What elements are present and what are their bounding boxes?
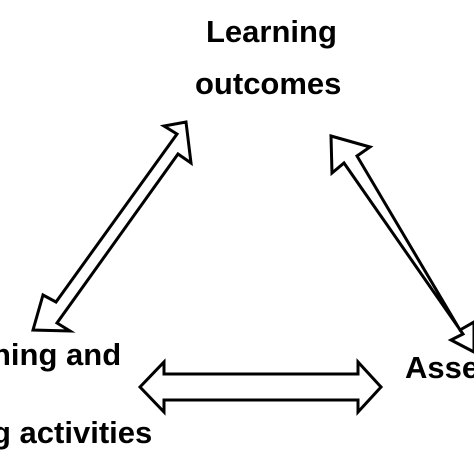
arrow-outcomes-to-assessment <box>329 134 474 354</box>
assessment-label: Asse <box>405 350 474 385</box>
teaching-activities-label-line1: ning and <box>0 337 122 372</box>
learning-outcomes-label-line1: Learning <box>206 14 337 49</box>
learning-outcomes-label-line2: outcomes <box>195 66 342 101</box>
arrow-teaching-to-assessment <box>137 358 384 416</box>
arrow-teaching-to-outcomes <box>31 120 193 333</box>
teaching-activities-label-line2: g activities <box>0 415 153 450</box>
